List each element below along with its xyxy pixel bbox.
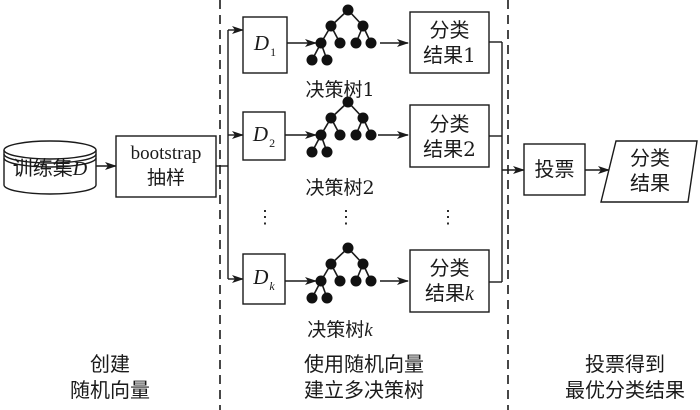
tree-label-text: 决策树 [305,177,363,199]
subset-var: D [253,265,269,289]
subset-label-k: Dk [243,265,285,293]
result-box-k [409,249,490,313]
tree-node [350,275,362,287]
tree-node [342,4,354,16]
tree-node [357,258,369,270]
stage-line1: 投票得到 [585,352,665,376]
decision-trees [306,4,377,304]
vote-box [523,143,586,196]
decision-tree-icon [306,96,377,158]
final-line2: 结果 [630,171,670,195]
result-index: k [465,283,474,305]
ellipsis-results: ⋮ [439,207,457,228]
result-line2: 结果 [423,137,464,161]
result-label-1: 分类 结果1 [410,18,489,68]
tree-node [315,275,327,287]
tree-node [315,37,327,49]
tree-index: 2 [362,177,375,199]
subset-var: D [252,122,269,146]
training-set-text: 训练集 [12,156,73,180]
subset-label-1: D1 [243,31,287,59]
stage-caption-3: 投票得到 最优分类结果 [545,351,700,403]
tree-node [321,292,333,304]
tree-node [306,146,318,158]
subset-index: 1 [270,45,277,59]
subset-box-k [242,253,286,305]
tree-node [342,96,354,108]
tree-node [321,54,333,66]
result-line1: 分类 [429,112,470,136]
tree-label-1: 决策树1 [290,78,390,103]
subset-label-2: D2 [243,122,285,150]
final-line1: 分类 [630,146,670,170]
result-label-k: 分类 结果k [410,256,489,307]
result-line2: 结果 [425,281,466,305]
bootstrap-box [115,135,217,198]
tree-node [357,20,369,32]
tree-node [306,292,318,304]
tree-node [325,258,337,270]
result-label-2: 分类 结果2 [410,112,489,162]
stage-caption-1: 创建 随机向量 [30,351,190,403]
result-line1: 分类 [429,256,470,280]
tree-index: k [364,320,373,341]
split-connector [216,26,244,283]
vote-label: 投票 [534,157,575,181]
tree-node [315,129,327,141]
decision-tree-icon [306,242,377,304]
tree-node [342,242,354,254]
result-index: 2 [463,137,476,161]
subset-index: 2 [269,136,276,150]
tree-node [306,54,318,66]
result-line1: 分类 [429,18,470,42]
stage-line2: 最优分类结果 [565,378,685,402]
tree-node [350,37,362,49]
ellipsis-trees: ⋮ [337,207,355,228]
tree-node [325,112,337,124]
stage-line1: 使用随机向量 [304,352,424,376]
tree-node [357,112,369,124]
training-set-var: D [72,158,88,180]
subset-index: k [269,279,275,293]
ellipsis-subsets: ⋮ [256,207,274,228]
tree-node [334,275,346,287]
result-index: 1 [463,43,476,67]
decision-tree-icon [306,4,377,66]
stage-line1: 创建 [90,352,130,376]
stage-line2: 随机向量 [70,378,150,402]
bootstrap-line2: 抽样 [146,167,185,189]
tree-node [365,275,377,287]
tree-label-2: 决策树2 [290,176,390,201]
result-box-2 [409,104,490,168]
result-box-1 [409,11,490,74]
tree-label-k: 决策树k [290,318,390,343]
final-result-label: 分类 结果 [605,146,695,196]
stage-line2: 建立多决策树 [304,378,424,402]
training-set-cylinder [3,140,97,195]
bootstrap-line1: bootstrap [130,143,202,164]
tree-label-text: 决策树 [305,79,363,101]
tree-node [325,20,337,32]
result-line2: 结果 [423,43,464,67]
tree-node [334,37,346,49]
training-set-label: 训练集D [2,156,98,182]
tree-index: 1 [362,79,375,101]
subset-box-1 [242,16,288,74]
tree-node [321,146,333,158]
bootstrap-label: bootstrap 抽样 [116,141,216,191]
subset-var: D [253,31,270,55]
tree-node [365,37,377,49]
tree-label-text: 决策树 [307,319,365,341]
tree-node [365,129,377,141]
merge-connector [489,41,525,283]
tree-node [334,129,346,141]
tree-node [350,129,362,141]
final-result-parallelogram [600,140,698,203]
subset-box-2 [242,111,286,161]
stage-caption-2: 使用随机向量 建立多决策树 [284,351,444,403]
